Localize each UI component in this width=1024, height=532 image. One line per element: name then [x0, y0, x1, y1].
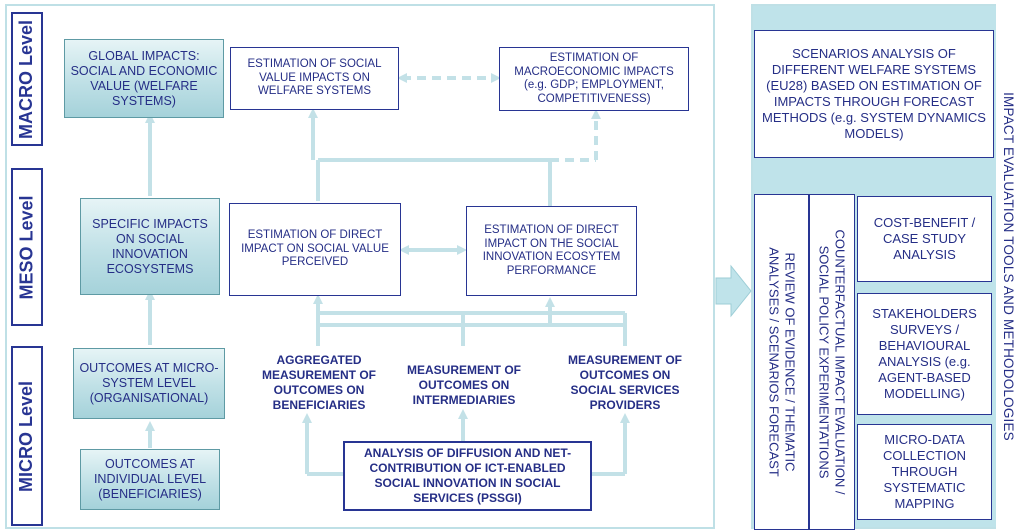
micro-level-text: MICRO Level — [16, 380, 37, 492]
outcomes-micro-system-box: OUTCOMES AT MICRO-SYSTEM LEVEL (ORGANISA… — [73, 348, 225, 419]
direct-impact-social-value-box: ESTIMATION OF DIRECT IMPACT ON SOCIAL VA… — [229, 203, 401, 296]
macro-level-label: MACRO Level — [11, 12, 43, 146]
specific-impacts-box: SPECIFIC IMPACTS ON SOCIAL INNOVATION EC… — [80, 198, 220, 295]
micro-level-label: MICRO Level — [11, 346, 43, 526]
tools-title-text: IMPACT EVALUATION TOOLS AND METHODOLOGIE… — [1000, 92, 1016, 441]
measurement-providers-text: MEASUREMENT OF OUTCOMES ON SOCIAL SERVIC… — [568, 353, 682, 412]
scenarios-analysis-box: SCENARIOS ANALYSIS OF DIFFERENT WELFARE … — [754, 30, 994, 158]
macro-level-text: MACRO Level — [16, 19, 37, 139]
stakeholders-box: STAKEHOLDERS SURVEYS / BEHAVIOURAL ANALY… — [857, 293, 992, 415]
aggregated-measurement-text: AGGREGATED MEASUREMENT OF OUTCOMES ON BE… — [262, 353, 376, 412]
macroeconomic-impacts-box: ESTIMATION OF MACROECONOMIC IMPACTS (e.g… — [499, 47, 689, 111]
counterfactual-text: COUNTERFACTUAL IMPACT EVALUATION /SOCIAL… — [817, 229, 848, 495]
meso-level-label: MESO Level — [11, 168, 43, 326]
big-right-arrow — [715, 264, 752, 318]
micro-data-box: MICRO-DATA COLLECTION THROUGH SYSTEMATIC… — [857, 424, 992, 520]
analysis-pssgi-box: ANALYSIS OF DIFFUSION AND NET-CONTRIBUTI… — [343, 441, 592, 511]
outcomes-individual-box: OUTCOMES AT INDIVIDUAL LEVEL (BENEFICIAR… — [80, 449, 220, 510]
counterfactual-box: COUNTERFACTUAL IMPACT EVALUATION /SOCIAL… — [809, 194, 855, 530]
measurement-intermediaries-text: MEASUREMENT OF OUTCOMES ON INTERMEDIARIE… — [407, 363, 521, 407]
social-value-impacts-box: ESTIMATION OF SOCIAL VALUE IMPACTS ON WE… — [230, 47, 399, 110]
analysis-pssgi-text: ANALYSIS OF DIFFUSION AND NET-CONTRIBUTI… — [363, 446, 572, 505]
global-impacts-box: GLOBAL IMPACTS: SOCIAL AND ECONOMIC VALU… — [64, 39, 224, 118]
meso-level-text: MESO Level — [16, 194, 37, 300]
direct-impact-ecosystem-box: ESTIMATION OF DIRECT IMPACT ON THE SOCIA… — [466, 206, 637, 296]
cost-benefit-box: COST-BENEFIT / CASE STUDY ANALYSIS — [857, 196, 992, 282]
tools-title-strip: IMPACT EVALUATION TOOLS AND METHODOLOGIE… — [996, 4, 1020, 529]
